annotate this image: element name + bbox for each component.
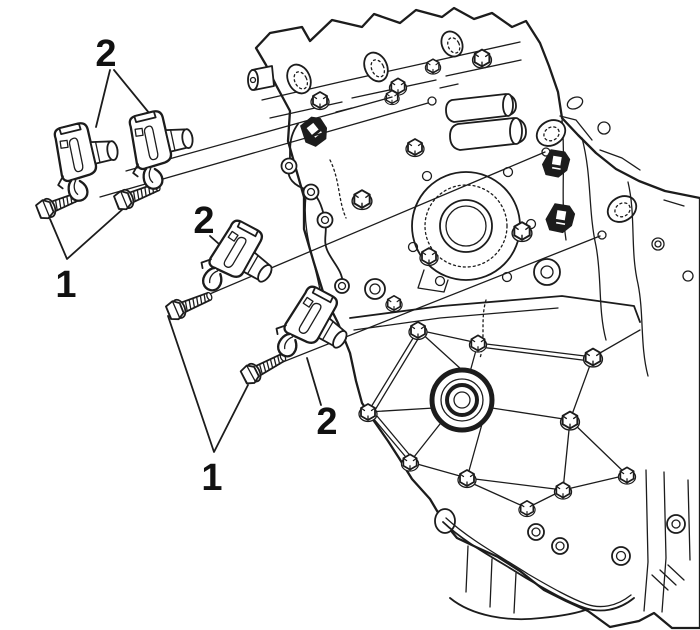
leader-1-left [49, 207, 125, 260]
leader-1-bottom [167, 315, 249, 453]
callout-label-1-left: 1 [55, 264, 76, 306]
leader-2-lower [306, 357, 322, 406]
callout-label-2-lower: 2 [316, 401, 337, 443]
callout-labels: 2 1 2 2 1 [55, 33, 337, 499]
sensor-top-left [48, 117, 125, 205]
ribbed-lower-cover [349, 295, 641, 518]
axis-line-sensor-4 [249, 235, 601, 376]
front-cover [304, 93, 567, 359]
sensor-top-right [123, 105, 200, 193]
callout-label-2-top: 2 [95, 33, 116, 75]
wiring-harness [280, 123, 386, 300]
callout-label-1-bottom: 1 [201, 457, 222, 499]
axis-line-sensor-3 [171, 151, 546, 311]
bolt-middle [164, 285, 216, 323]
oil-pan [434, 469, 691, 621]
callout-label-2-middle: 2 [193, 200, 214, 242]
leader-lines [49, 69, 322, 453]
sensor-mount-ports [384, 89, 694, 377]
engine-assembly [247, 6, 700, 630]
leader-2-top [95, 69, 155, 128]
